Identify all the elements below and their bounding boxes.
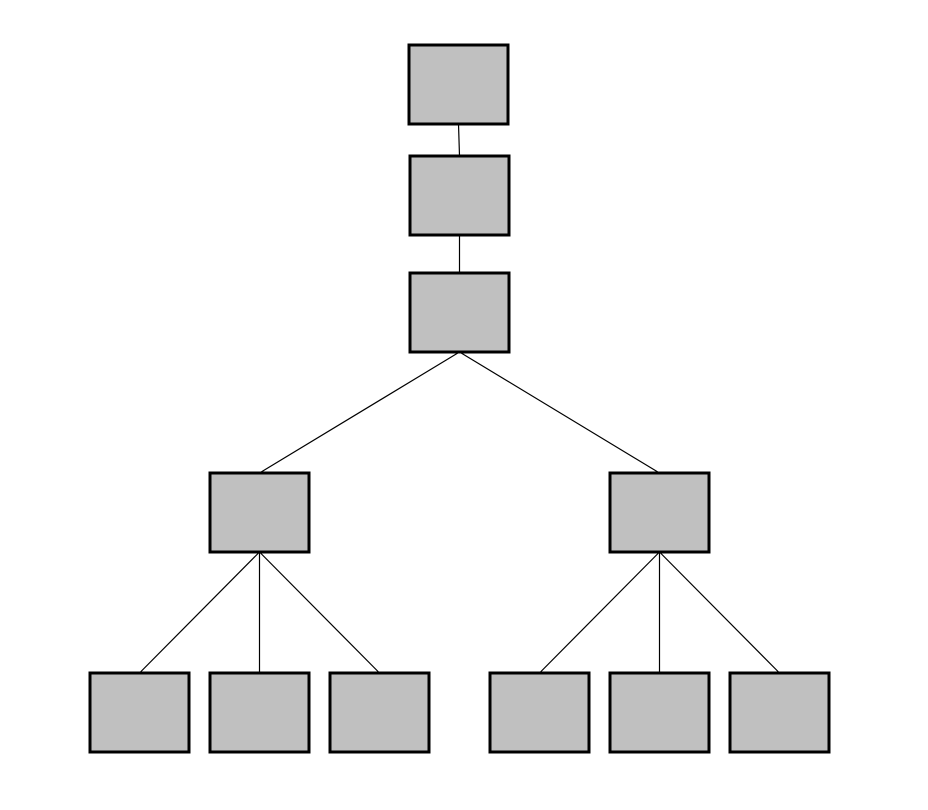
edge-n5-n9 [539,551,660,674]
node-box [608,671,711,754]
tree-node-n1 [407,43,510,126]
tree-node-n10 [608,671,711,754]
node-box [407,43,510,126]
tree-node-n11 [728,671,831,754]
node-box [728,671,831,754]
edges-layer [139,123,780,674]
tree-node-n7 [208,671,311,754]
node-box [608,471,711,554]
tree-node-n5 [608,471,711,554]
node-box [408,154,511,237]
node-box [208,671,311,754]
node-box [408,271,511,354]
edge-n3-n4 [259,351,460,474]
edge-n1-n2 [457,123,461,157]
node-box [208,471,311,554]
nodes-layer [88,43,831,754]
edge-n5-n11 [659,551,780,674]
tree-node-n9 [488,671,591,754]
node-box [88,671,191,754]
tree-node-n4 [208,471,311,554]
edge-n4-n6 [139,551,260,674]
tree-node-n6 [88,671,191,754]
edge-n4-n8 [259,551,380,674]
tree-node-n3 [408,271,511,354]
edge-n3-n5 [459,351,660,474]
tree-node-n8 [328,671,431,754]
tree-node-n2 [408,154,511,237]
node-box [328,671,431,754]
node-box [488,671,591,754]
